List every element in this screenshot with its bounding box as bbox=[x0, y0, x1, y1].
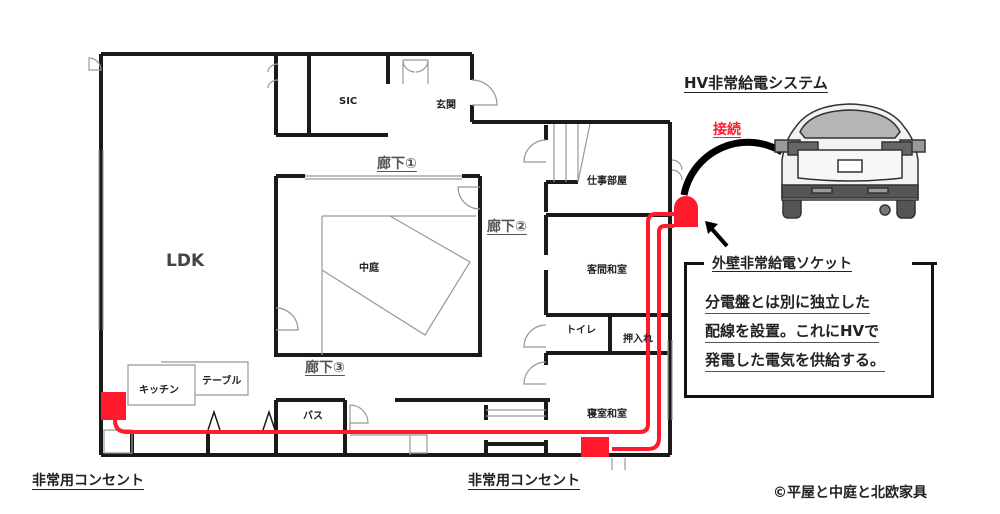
copyright: ©平屋と中庭と北欧家具 bbox=[773, 485, 927, 501]
hv-system-title: HV非常給電システム bbox=[684, 74, 828, 92]
car-rear-icon bbox=[774, 103, 926, 219]
connect-label: 接続 bbox=[713, 122, 741, 138]
room-bedroom: 寝室和室 bbox=[587, 409, 627, 420]
dedicated-wiring bbox=[113, 212, 674, 451]
room-sic: SIC bbox=[339, 96, 358, 107]
socket-note-line: 配線を設置。これにHVで bbox=[705, 320, 880, 343]
socket-note-box bbox=[684, 262, 934, 398]
room-bath: バス bbox=[303, 411, 323, 422]
room-courtyard: 中庭 bbox=[359, 263, 379, 274]
hallway-1: 廊下① bbox=[377, 156, 417, 172]
chairs bbox=[207, 409, 276, 431]
socket-note-line: 分電盤とは別に独立した bbox=[705, 291, 871, 314]
emergency-outlet-left bbox=[101, 392, 126, 420]
outlet-label-right: 非常用コンセント bbox=[468, 473, 580, 489]
note-border-left bbox=[684, 262, 704, 265]
windows-doors bbox=[88, 57, 683, 470]
arrow-icon bbox=[705, 221, 729, 248]
hallway-3: 廊下③ bbox=[305, 360, 345, 376]
room-genkan: 玄関 bbox=[436, 100, 456, 111]
note-border-right bbox=[912, 262, 937, 265]
room-toilet: トイレ bbox=[566, 325, 596, 336]
room-closet: 押入れ bbox=[623, 334, 653, 345]
room-kitchen: キッチン bbox=[139, 385, 179, 396]
room-table: テーブル bbox=[202, 376, 242, 387]
outlet-label-left: 非常用コンセント bbox=[32, 473, 144, 489]
room-guest: 客間和室 bbox=[587, 265, 627, 276]
power-cable-icon bbox=[680, 138, 784, 196]
hallway-2: 廊下② bbox=[487, 219, 527, 235]
socket-note-heading: 外壁非常給電ソケット bbox=[712, 256, 852, 272]
emergency-outlet-right bbox=[581, 437, 609, 457]
socket-note-line: 発電した電気を供給する。 bbox=[705, 349, 886, 372]
walls bbox=[99, 52, 672, 457]
wall-socket-icon bbox=[674, 196, 698, 227]
room-work: 仕事部屋 bbox=[587, 176, 627, 187]
room-ldk: LDK bbox=[166, 251, 205, 271]
